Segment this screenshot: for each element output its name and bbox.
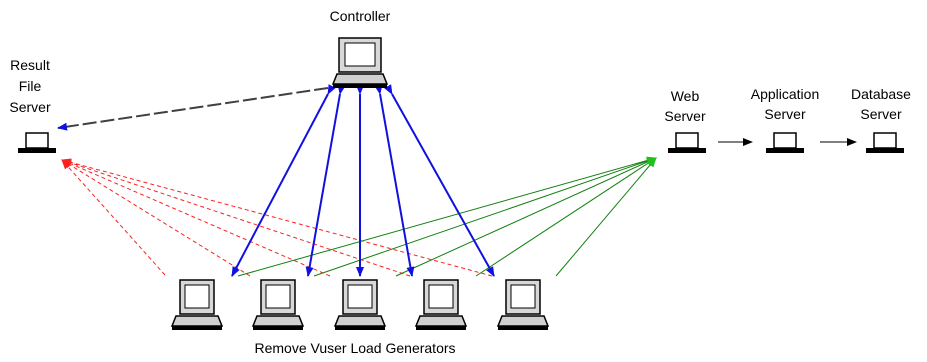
controller-links [231,84,495,277]
web-link-5 [555,157,657,277]
load-generator-computer-icon[interactable] [251,279,305,330]
result-label-line-2: File [18,78,42,94]
database-server-label-line-1: Database [851,86,911,102]
controller-link-2 [305,84,346,277]
load-generator-computer-icon[interactable] [496,279,550,330]
controller-computer-icon[interactable] [331,37,389,88]
result-link-3 [61,159,331,277]
web-server-laptop-icon[interactable] [668,132,706,153]
result-label-line-1: Result [10,57,50,73]
result-link-4 [61,159,411,277]
load-generator-computer-icon[interactable] [170,279,224,330]
result-link-5 [61,158,493,277]
load-generator-computer-icon[interactable] [333,279,387,330]
result-link-2 [61,159,251,277]
load-generator-computer-icon[interactable] [414,279,468,330]
web-server-label-line-1: Web [670,88,700,104]
web-link-4 [475,157,657,277]
application-server-laptop-icon[interactable] [766,132,804,153]
web-links [237,156,657,277]
web-server-label-line-2: Server [664,108,706,124]
controller-to-result-link [57,87,329,131]
web-link-3 [395,157,657,277]
result-server-laptop-icon[interactable] [18,132,56,153]
application-server-label-line-2: Server [764,106,806,122]
result-link-1 [61,159,166,276]
controller-link-5 [384,84,495,277]
result-links [61,158,493,277]
controller-label: Controller [329,8,391,24]
application-server-label-line-1: Application [750,86,820,102]
load-generators-label: Remove Vuser Load Generators [254,340,456,356]
web-link-1 [237,156,657,277]
database-server-laptop-icon[interactable] [866,132,904,153]
result-label-line-3: Server [9,99,51,115]
database-server-label-line-2: Server [860,106,902,122]
